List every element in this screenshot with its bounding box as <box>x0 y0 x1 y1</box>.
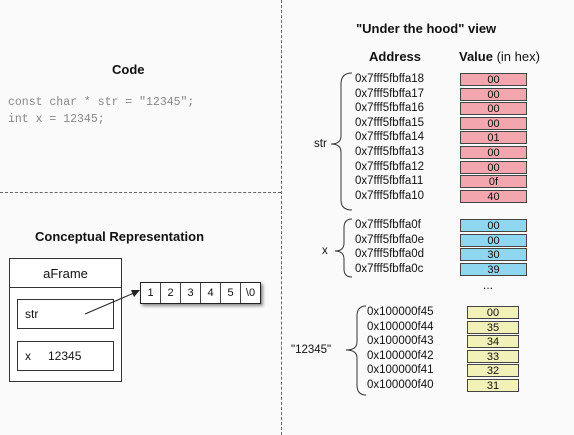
memory-value-cell: 32 <box>467 364 519 377</box>
memory-value-cell: 01 <box>460 131 527 144</box>
char-cell: 2 <box>161 283 181 303</box>
memory-value-cell: 00 <box>467 306 519 319</box>
str-variable-box: str <box>17 299 114 329</box>
memory-address: 0x100000f44 <box>367 321 434 333</box>
char-cell: 5 <box>221 283 241 303</box>
memory-value-cell: 30 <box>460 248 527 261</box>
literal-group-label: "12345" <box>291 344 332 356</box>
memory-address: 0x7fff5fbffa0c <box>355 263 424 275</box>
str-group-label: str <box>314 138 327 150</box>
memory-ellipsis: ... <box>483 278 494 292</box>
value-header-note: (in hex) <box>492 49 540 64</box>
x-variable-value: 12345 <box>48 349 82 363</box>
memory-value-cell: 00 <box>460 88 527 101</box>
char-array: 1 2 3 4 5 \0 <box>140 282 261 304</box>
memory-value-cell: 00 <box>460 146 527 159</box>
x-variable-box: x 12345 <box>17 341 114 371</box>
memory-address: 0x7fff5fbffa12 <box>355 161 425 173</box>
memory-address: 0x7fff5fbffa13 <box>355 146 425 158</box>
memory-value-cell: 34 <box>467 335 519 348</box>
memory-value-cell: 00 <box>460 219 527 232</box>
stack-frame: aFrame str x 12345 <box>9 258 122 382</box>
memory-value-cell: 40 <box>460 190 527 203</box>
char-cell: 4 <box>201 283 221 303</box>
value-header-main: Value <box>459 49 493 64</box>
memory-value-cell: 00 <box>460 102 527 115</box>
code-line-1: const char * str = "12345"; <box>8 96 195 109</box>
memory-address: 0x7fff5fbffa17 <box>355 88 425 100</box>
memory-value-cell: 00 <box>460 73 527 86</box>
str-variable-label: str <box>25 307 39 321</box>
memory-address: 0x7fff5fbffa11 <box>355 175 424 187</box>
memory-address: 0x100000f45 <box>367 306 434 318</box>
memory-address: 0x100000f43 <box>367 335 434 347</box>
memory-address: 0x7fff5fbffa0d <box>355 248 425 260</box>
memory-address: 0x7fff5fbffa18 <box>355 73 425 85</box>
memory-address: 0x100000f41 <box>367 364 434 376</box>
memory-value-cell: 39 <box>460 263 527 276</box>
code-title: Code <box>112 62 145 77</box>
memory-value-cell: 33 <box>467 350 519 363</box>
vertical-divider <box>281 0 282 435</box>
value-header: Value (in hex) <box>459 49 540 64</box>
memory-address: 0x100000f42 <box>367 350 434 362</box>
x-group-label: x <box>322 245 328 257</box>
conceptual-title: Conceptual Representation <box>35 229 205 244</box>
address-header: Address <box>369 49 422 64</box>
memory-value-cell: 00 <box>460 234 527 247</box>
memory-title: "Under the hood" view <box>356 21 497 36</box>
memory-address: 0x7fff5fbffa15 <box>355 117 425 129</box>
memory-value-cell: 00 <box>460 161 527 174</box>
memory-value-cell: 00 <box>460 117 527 130</box>
frame-title: aFrame <box>10 259 121 288</box>
memory-value-cell: 35 <box>467 321 519 334</box>
x-variable-label: x <box>25 349 31 363</box>
char-cell: 1 <box>141 283 161 303</box>
horizontal-divider <box>0 192 281 193</box>
memory-address: 0x7fff5fbffa0e <box>355 234 425 246</box>
memory-value-cell: 0f <box>460 175 527 188</box>
memory-address: 0x7fff5fbffa10 <box>355 190 425 202</box>
memory-value-cell: 31 <box>467 379 519 392</box>
char-cell: 3 <box>181 283 201 303</box>
char-cell: \0 <box>245 287 256 299</box>
memory-address: 0x100000f40 <box>367 379 434 391</box>
memory-address: 0x7fff5fbffa16 <box>355 102 425 114</box>
code-line-2: int x = 12345; <box>8 113 105 126</box>
memory-address: 0x7fff5fbffa0f <box>355 219 421 231</box>
memory-address: 0x7fff5fbffa14 <box>355 131 425 143</box>
